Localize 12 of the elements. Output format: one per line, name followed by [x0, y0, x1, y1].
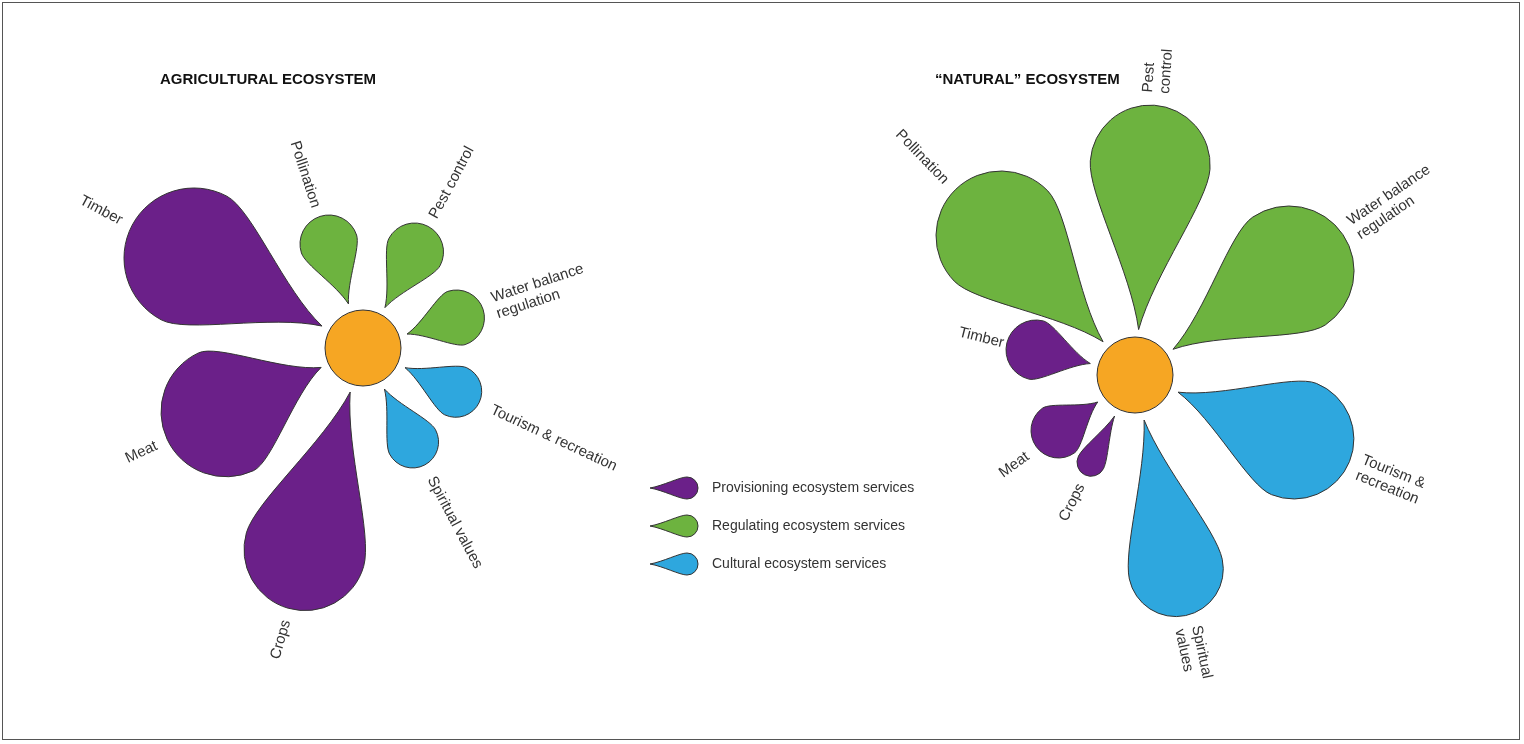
petal-label: Meat	[122, 436, 160, 467]
legend-label: Cultural ecosystem services	[712, 555, 887, 571]
petal-label: Spiritual values	[1172, 623, 1218, 683]
petal-label: Pest control	[1137, 46, 1176, 94]
diagram-heading: AGRICULTURAL ECOSYSTEM	[160, 70, 377, 87]
diagram-heading: “NATURAL” ECOSYSTEM	[935, 70, 1120, 87]
legend-label: Regulating ecosystem services	[712, 517, 905, 533]
legend-label: Provisioning ecosystem services	[712, 479, 915, 495]
petal-label: Meat	[994, 446, 1032, 481]
petal-label: Timber	[957, 322, 1007, 351]
petal-label: Crops	[265, 617, 294, 661]
petal-label: Crops	[1053, 479, 1088, 524]
